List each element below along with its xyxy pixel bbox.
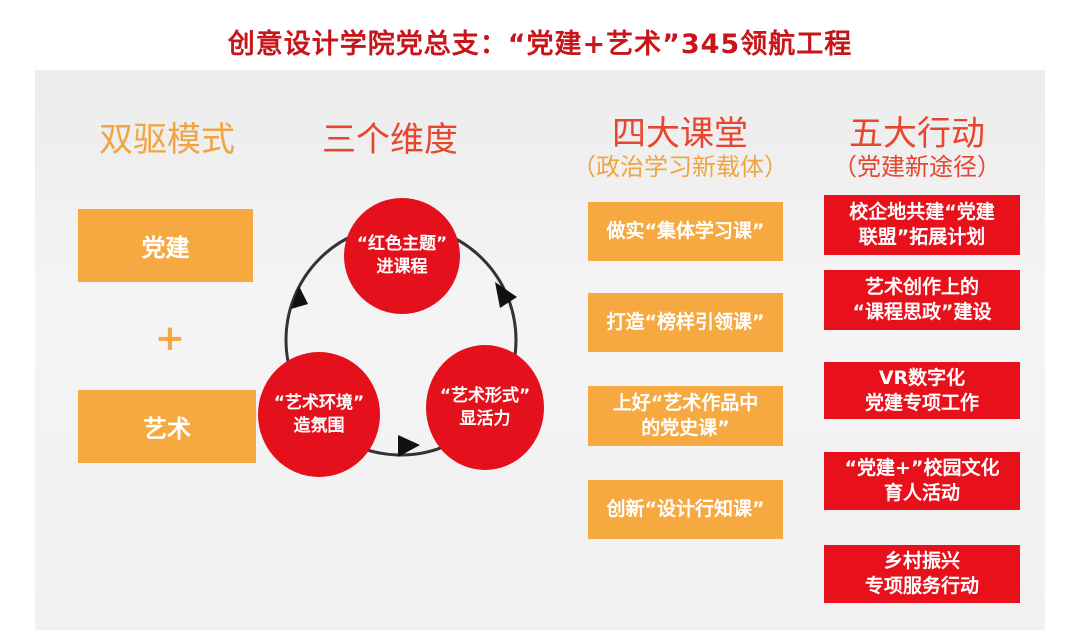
action-item-1: 校企地共建“党建 联盟”拓展计划 <box>824 195 1020 255</box>
five-actions-heading: 五大行动 <box>849 114 985 154</box>
action-item-4: “党建+”校园文化 育人活动 <box>824 452 1020 510</box>
dimension-art-form-label: “艺术形式” 显活力 <box>439 385 531 429</box>
dual-item-art: 艺术 <box>78 390 256 463</box>
dimension-art-form: “艺术形式” 显活力 <box>426 345 544 470</box>
page-title: 创意设计学院党总支：“党建+艺术”345领航工程 <box>227 29 853 60</box>
class-item-2: 打造“榜样引领课” <box>588 293 783 352</box>
class-item-4: 创新“设计行知课” <box>588 480 783 539</box>
action-item-5: 乡村振兴 专项服务行动 <box>824 545 1020 603</box>
dimension-red-theme-label: “红色主题” 进课程 <box>356 234 448 277</box>
dimension-art-environment: “艺术环境” 造氛围 <box>258 352 380 477</box>
dimension-art-environment-label: “艺术环境” 造氛围 <box>273 392 365 436</box>
three-dimensions-heading: 三个维度 <box>322 120 458 160</box>
five-actions-subheading: （党建新途径） <box>833 153 1001 181</box>
class-item-1: 做实“集体学习课” <box>588 202 783 261</box>
diagram-panel <box>35 70 1045 630</box>
four-classes-heading: 四大课堂 <box>612 114 748 154</box>
plus-connector: + <box>154 318 186 359</box>
four-classes-subheading: （政治学习新载体） <box>572 153 788 181</box>
arrow-head-right <box>495 282 517 308</box>
arrow-head-bottom <box>398 435 420 457</box>
action-item-2: 艺术创作上的 “课程思政”建设 <box>824 270 1020 330</box>
arrow-head-left <box>291 286 308 309</box>
dimension-red-theme: “红色主题” 进课程 <box>344 198 460 314</box>
class-item-3: 上好“艺术作品中 的党史课” <box>588 386 783 446</box>
dual-mode-heading: 双驱模式 <box>99 120 235 160</box>
dual-item-party: 党建 <box>78 209 253 282</box>
action-item-3: VR数字化 党建专项工作 <box>824 362 1020 419</box>
